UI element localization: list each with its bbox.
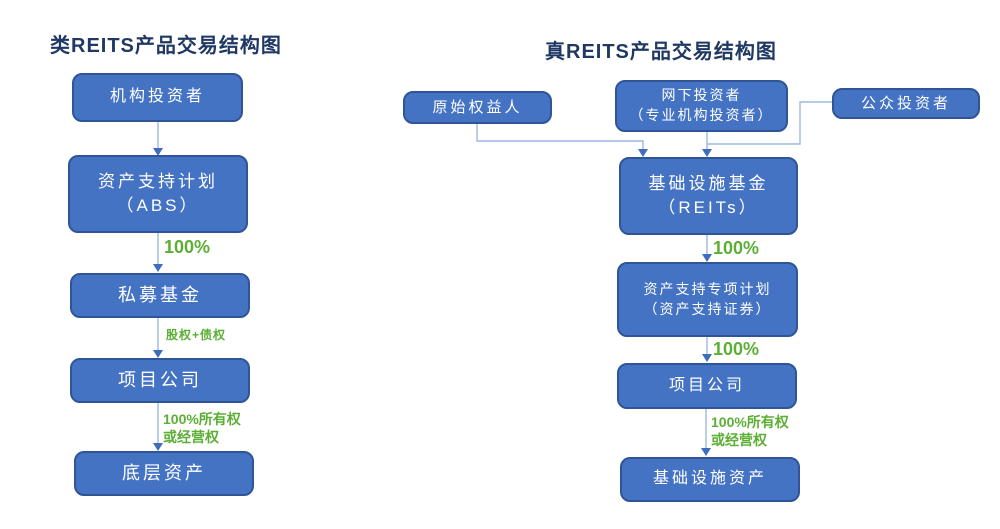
node-abs-plan: 资产支持计划 （ABS） (68, 155, 248, 233)
edge-label-line2: 或经营权 (711, 432, 767, 448)
node-infrastructure-fund: 基础设施基金 （REITs） (619, 157, 798, 235)
left-diagram-title: 类REITS产品交易结构图 (50, 35, 282, 57)
edge-label-ownership-right: 100%所有权 或经营权 (711, 413, 789, 449)
connector-private-fund-to-project-company (153, 318, 163, 358)
node-label-line2: （专业机构投资者） (629, 107, 774, 123)
edge-label-text: 股权+债权 (166, 328, 227, 342)
node-infrastructure-assets: 基础设施资产 (620, 457, 800, 502)
node-project-company-left: 项目公司 (70, 358, 250, 403)
node-abs-special-plan: 资产支持专项计划 （资产支持证券） (617, 262, 798, 337)
edge-label-ownership-left: 100%所有权 或经营权 (163, 410, 241, 446)
node-label-line2: （REITs） (658, 198, 759, 217)
node-private-fund: 私募基金 (70, 273, 250, 318)
node-label-line2: （ABS） (116, 196, 200, 215)
connector-institutional-to-abs (153, 122, 163, 156)
edge-label-text: 100% (164, 237, 211, 257)
connector-fund-to-special-plan (702, 235, 712, 262)
arrowhead-icon (702, 149, 712, 157)
node-original-equity-holder: 原始权益人 (403, 91, 552, 124)
arrowhead-icon (701, 448, 711, 456)
node-label: 私募基金 (118, 284, 202, 305)
connector-project-company-to-infrastructure-assets (701, 409, 711, 456)
arrowhead-icon (702, 254, 712, 262)
node-label-line1: 资产支持专项计划 (643, 280, 772, 297)
node-label: 原始权益人 (432, 99, 523, 116)
node-label-line1: 资产支持计划 (98, 172, 218, 192)
edge-label-100pct-fund: 100% (713, 238, 759, 259)
node-label-line2: （资产支持证券） (643, 300, 772, 317)
connector-abs-to-private-fund (153, 233, 163, 272)
edge-label-text: 100% (713, 339, 760, 359)
node-label: 机构投资者 (109, 88, 205, 106)
node-label-line1: 网下投资者 (661, 87, 742, 104)
edge-label-text: 100% (713, 238, 760, 258)
node-public-investors: 公众投资者 (832, 88, 980, 119)
node-label-line1: 基础设施基金 (648, 174, 769, 194)
edge-label-line1: 100%所有权 (711, 414, 789, 430)
arrowhead-icon (153, 443, 163, 451)
node-offline-investors: 网下投资者 （专业机构投资者） (615, 80, 788, 132)
edge-label-line1: 100%所有权 (163, 411, 241, 427)
node-underlying-assets: 底层资产 (74, 451, 254, 496)
arrowhead-icon (153, 264, 163, 272)
node-label: 基础设施资产 (652, 470, 767, 488)
node-project-company-right: 项目公司 (617, 363, 797, 409)
connector-project-company-to-underlying-assets (153, 403, 163, 451)
arrowhead-icon (153, 350, 163, 358)
edge-label-100pct-plan: 100% (713, 339, 759, 360)
edge-label-line2: 或经营权 (163, 429, 219, 445)
node-label: 项目公司 (668, 376, 745, 394)
edge-label-equity-debt: 股权+债权 (166, 326, 226, 343)
arrowhead-icon (638, 149, 648, 157)
right-diagram-title: 真REITS产品交易结构图 (545, 41, 777, 63)
node-label: 公众投资者 (860, 95, 951, 112)
arrowhead-icon (702, 354, 712, 362)
connector-offline-investors-to-fund (702, 132, 712, 157)
edge-label-100pct-left: 100% (164, 237, 210, 258)
connector-special-plan-to-project-company (702, 337, 712, 362)
node-label: 项目公司 (118, 369, 202, 390)
node-label: 底层资产 (122, 462, 206, 483)
node-institutional-investors: 机构投资者 (72, 73, 243, 122)
